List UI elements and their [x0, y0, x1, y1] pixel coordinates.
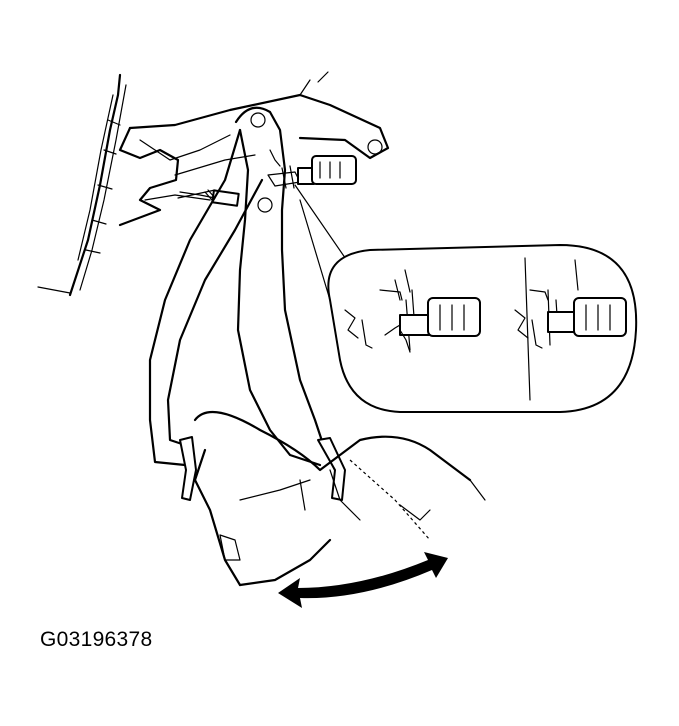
detail-switch-released	[344, 289, 481, 353]
firewall-panel	[37, 73, 127, 297]
push-rod	[179, 189, 240, 207]
drivers-foot-shoe	[193, 410, 486, 587]
callout-lines	[294, 184, 351, 301]
stoplight-switch	[267, 149, 357, 189]
figure-code-label: G03196378	[40, 628, 153, 651]
pedal-support-bracket	[118, 71, 390, 227]
brake-pedal-left	[148, 128, 264, 501]
pedal-motion-arrow	[278, 552, 448, 608]
detail-view-bubble	[327, 244, 638, 413]
detail-switch-pressed	[514, 289, 627, 349]
brake-pedal-main	[234, 106, 346, 501]
